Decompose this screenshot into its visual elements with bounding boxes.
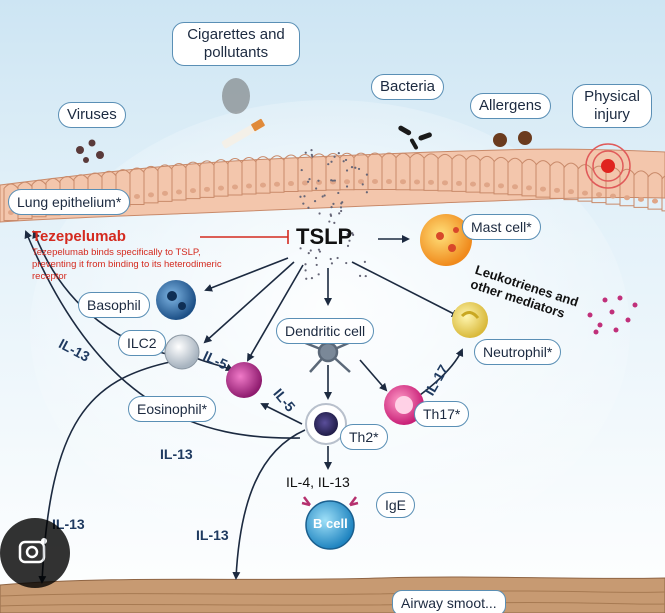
cigarette-icon (221, 78, 265, 149)
th2-icon (305, 403, 347, 445)
bacteria-icon (398, 125, 432, 150)
il4-il13-label: IL-4, IL-13 (286, 474, 350, 490)
drug-description: Tezepelumab binds specifically to TSLP, … (32, 247, 222, 282)
lens-search-icon[interactable] (0, 518, 70, 588)
eosinophil-label: Eosinophil* (128, 396, 217, 422)
arrow-tslp-eosinophil (246, 264, 304, 362)
dendritic-cell-label: Dendritic cell (276, 318, 375, 344)
arrow-th17-neutrophil (419, 348, 464, 396)
il13-label-d: IL-13 (196, 527, 229, 543)
injury-icon (585, 143, 631, 189)
ige-label: IgE (376, 492, 416, 518)
lung-epithelium-label: Lung epithelium* (8, 189, 131, 215)
mast-cell-icon (420, 214, 472, 266)
stimulus-cigarettes: Cigarettes and pollutants (172, 22, 300, 66)
ilc2-icon (164, 334, 200, 370)
airway-smooth-muscle-label: Airway smoot... (392, 590, 506, 613)
stimulus-physical-injury: Physical injury (572, 84, 652, 128)
arrow-tslp-basophil (204, 257, 289, 292)
arrow-th2-muscle (232, 429, 306, 580)
ige-antibody-icon (301, 496, 359, 507)
stimulus-allergens: Allergens (470, 93, 551, 119)
tslp-particles (299, 149, 368, 280)
basophil-label: Basophil (78, 292, 150, 318)
neutrophil-icon (452, 302, 488, 338)
arrow-th2-eosinophil (260, 403, 303, 425)
virus-icon (76, 139, 104, 163)
il13-label-b: IL-13 (160, 446, 193, 462)
neutrophil-label: Neutrophil* (474, 339, 562, 365)
mediator-dots (587, 295, 638, 335)
mast-cell-label: Mast cell* (462, 214, 541, 240)
stimulus-viruses: Viruses (58, 102, 126, 128)
arrow-dendritic-th17 (359, 359, 388, 392)
drug-name: Tezepelumab (32, 228, 126, 245)
tslp-label: TSLP (296, 224, 353, 249)
b-cell-label: B cell (313, 516, 348, 531)
arrow-tslp-neutrophil (351, 261, 460, 317)
ilc2-label: ILC2 (118, 330, 166, 356)
eosinophil-icon (226, 362, 262, 398)
th17-label: Th17* (414, 401, 470, 427)
airway-smooth-muscle-layer (0, 576, 665, 613)
th2-label: Th2* (340, 424, 388, 450)
inhibition-line (200, 230, 289, 244)
basophil-icon (156, 280, 196, 320)
stimulus-bacteria: Bacteria (371, 74, 445, 100)
allergen-mite-icon (493, 131, 532, 147)
b-cell-icon (305, 500, 355, 550)
arrow-tslp-ilc2 (203, 261, 295, 344)
